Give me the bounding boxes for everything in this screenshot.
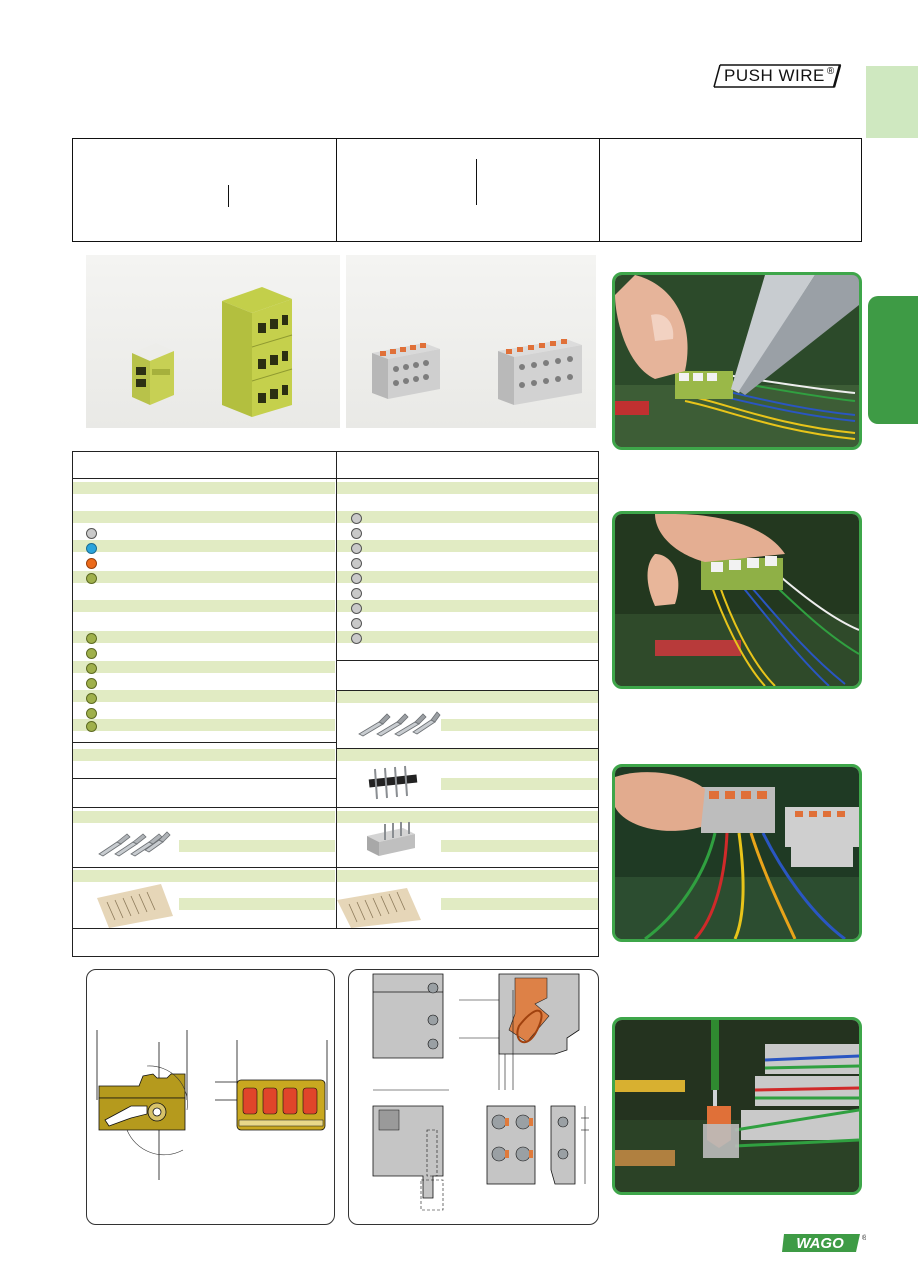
- table-row: [179, 840, 335, 852]
- push-wire-logo-text: PUSH WIRE®: [724, 66, 835, 85]
- table-row: [441, 898, 598, 910]
- table-row: [337, 511, 598, 523]
- table-row: [337, 571, 598, 583]
- spec-divider-2: [599, 139, 600, 241]
- color-dot-olive: [86, 573, 97, 584]
- wago-logo: WAGO ®: [782, 1232, 868, 1254]
- terminal-block-dimension-drawing: [372, 973, 589, 1211]
- spec-marker-2: [476, 159, 477, 205]
- color-dot-olive: [86, 648, 97, 659]
- marking-strip-image: [97, 884, 173, 928]
- product-photo-strip: [86, 255, 596, 428]
- table-rule-left-3: [73, 807, 336, 808]
- color-dot-olive: [86, 708, 97, 719]
- table-row: [337, 540, 598, 552]
- table-row: [337, 600, 598, 612]
- color-dot-grey: [351, 588, 362, 599]
- table-rule-4: [73, 867, 598, 868]
- color-dot-olive: [86, 633, 97, 644]
- table-row: [73, 719, 335, 731]
- product-photo-divider: [340, 255, 346, 428]
- color-dot-grey: [351, 543, 362, 554]
- section-tab-light: [866, 66, 918, 138]
- color-dot-grey: [351, 573, 362, 584]
- color-dot-blue: [86, 543, 97, 554]
- table-row: [73, 690, 335, 702]
- table-header-rule: [73, 478, 598, 479]
- color-dot-olive: [86, 721, 97, 732]
- table-row: [73, 749, 335, 761]
- pliers-removing-wires-from-connector: [615, 275, 859, 447]
- table-rule-right-3: [336, 748, 598, 749]
- pin-header-image: [368, 765, 418, 800]
- table-row: [73, 631, 335, 643]
- color-dot-grey: [86, 528, 97, 539]
- grey-connector-with-colored-wires: [615, 767, 859, 939]
- hand-plugging-connector-onto-pcb: [615, 514, 859, 686]
- table-row: [73, 811, 335, 823]
- spec-header-box: [72, 138, 862, 242]
- table-row: [441, 719, 598, 731]
- table-row: [73, 540, 335, 552]
- ferrule-pins-image: [98, 831, 171, 857]
- table-row: [73, 600, 335, 612]
- table-row: [337, 870, 598, 882]
- dimension-drawing-left: [86, 969, 335, 1225]
- app-photo-1: [612, 272, 862, 450]
- color-dot-olive: [86, 663, 97, 674]
- pcb-header-image: [367, 822, 415, 856]
- section-tab-green: [868, 296, 918, 424]
- table-rule-right-1: [336, 660, 598, 661]
- color-dot-olive: [86, 678, 97, 689]
- table-row: [179, 898, 335, 910]
- table-row: [441, 778, 598, 790]
- table-row: [337, 482, 598, 494]
- color-dot-grey: [351, 618, 362, 629]
- wago-logo-mark: WAGO ®: [782, 1234, 868, 1252]
- color-dot-orange: [86, 558, 97, 569]
- push-wire-logo-frame: [713, 64, 842, 88]
- table-row: [73, 870, 335, 882]
- table-row: [441, 840, 598, 852]
- table-row: [73, 482, 335, 494]
- app-photo-2: [612, 511, 862, 689]
- color-dot-grey: [351, 513, 362, 524]
- push-wire-logo: PUSH WIRE®: [712, 62, 844, 90]
- table-rule-left-1: [73, 742, 336, 743]
- marking-strip-image-right: [337, 888, 421, 928]
- table-row: [337, 749, 598, 761]
- color-dot-grey: [351, 528, 362, 539]
- table-row: [73, 571, 335, 583]
- wago-logo-text: WAGO: [796, 1235, 844, 1252]
- table-footer-rule: [73, 928, 598, 929]
- dimension-drawing-right: [348, 969, 599, 1225]
- table-rule-right-2: [336, 690, 598, 691]
- table-row: [337, 811, 598, 823]
- table-row: [73, 511, 335, 523]
- table-rule-right-4: [336, 807, 598, 808]
- connector-cross-section-drawing: [96, 1030, 328, 1180]
- color-dot-grey: [351, 558, 362, 569]
- table-row: [337, 691, 598, 703]
- spec-marker-1: [228, 185, 229, 207]
- table-row: [337, 631, 598, 643]
- app-photo-3: [612, 764, 862, 942]
- table-rule-left-2: [73, 778, 336, 779]
- spec-divider-1: [336, 139, 337, 241]
- screwdriver-releasing-wire-on-pcb: [615, 1020, 859, 1192]
- color-dot-olive: [86, 693, 97, 704]
- article-table: [72, 451, 599, 957]
- grey-terminal-block-photo: [372, 339, 582, 405]
- lime-green-connector-photo: [132, 287, 293, 417]
- table-row: [73, 661, 335, 673]
- color-dot-grey: [351, 603, 362, 614]
- wago-logo-registered: ®: [862, 1234, 866, 1242]
- color-dot-grey: [351, 633, 362, 644]
- app-photo-4: [612, 1017, 862, 1195]
- coding-pins-image: [358, 711, 441, 737]
